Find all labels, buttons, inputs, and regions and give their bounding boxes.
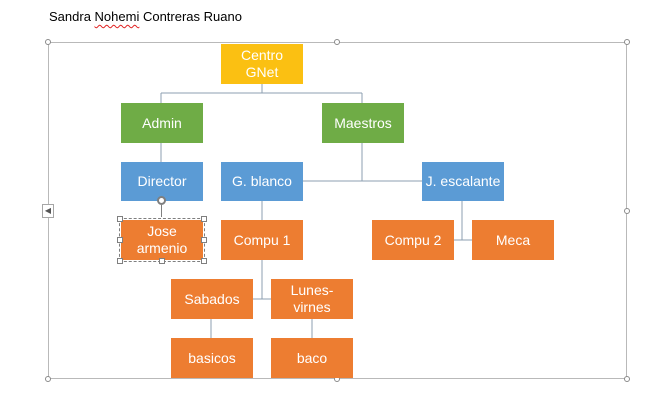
document-author-line: Sandra Nohemi Contreras Ruano bbox=[49, 9, 242, 24]
frame-handle-top-left[interactable] bbox=[45, 39, 51, 45]
org-node-compu-1[interactable]: Compu 1 bbox=[221, 220, 303, 260]
selection-handle-bottom-left[interactable] bbox=[117, 258, 123, 264]
org-node-compu-2[interactable]: Compu 2 bbox=[372, 220, 454, 260]
selection-handle-bottom[interactable] bbox=[159, 258, 165, 264]
org-node-lunes-virnes[interactable]: Lunes-virnes bbox=[271, 279, 353, 319]
chevron-left-icon: ◀ bbox=[44, 206, 52, 215]
org-node-jose-armenio[interactable]: Jose armenio bbox=[119, 218, 205, 262]
org-node-maestros[interactable]: Maestros bbox=[322, 103, 404, 143]
org-node-j-escalante[interactable]: J. escalante bbox=[422, 162, 504, 201]
selection-handle-right[interactable] bbox=[201, 237, 207, 243]
frame-handle-bottom-right[interactable] bbox=[624, 376, 630, 382]
selection-handle-top-right[interactable] bbox=[201, 216, 207, 222]
selection-handle-top-left[interactable] bbox=[117, 216, 123, 222]
text-pane-toggle-button[interactable]: ◀ bbox=[42, 204, 54, 218]
selection-handle-left[interactable] bbox=[117, 237, 123, 243]
author-first-name: Sandra bbox=[49, 9, 95, 24]
selection-handle-bottom-right[interactable] bbox=[201, 258, 207, 264]
org-node-g-blanco[interactable]: G. blanco bbox=[221, 162, 303, 201]
frame-handle-top[interactable] bbox=[334, 39, 340, 45]
org-node-baco[interactable]: baco bbox=[271, 338, 353, 378]
author-last-names: Contreras Ruano bbox=[139, 9, 242, 24]
frame-handle-bottom-left[interactable] bbox=[45, 376, 51, 382]
org-node-meca[interactable]: Meca bbox=[472, 220, 554, 260]
org-node-centro-gnet[interactable]: Centro GNet bbox=[221, 44, 303, 84]
rotate-handle[interactable] bbox=[157, 196, 166, 205]
org-node-director[interactable]: Director bbox=[121, 162, 203, 201]
org-node-admin[interactable]: Admin bbox=[121, 103, 203, 143]
frame-handle-right[interactable] bbox=[624, 208, 630, 214]
rotate-handle-stem bbox=[161, 205, 162, 217]
org-node-basicos[interactable]: basicos bbox=[171, 338, 253, 378]
author-misspelled-word[interactable]: Nohemi bbox=[94, 9, 140, 24]
frame-handle-top-right[interactable] bbox=[624, 39, 630, 45]
org-node-sabados[interactable]: Sabados bbox=[171, 279, 253, 319]
